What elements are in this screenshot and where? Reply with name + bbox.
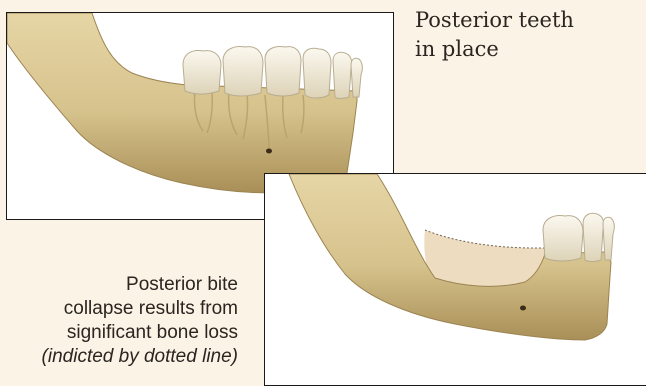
- caption-top-line-2: in place: [415, 35, 635, 64]
- caption-bottom-line-1: Posterior bite: [0, 273, 238, 297]
- caption-teeth-in-place: Posterior teeth in place: [415, 6, 635, 64]
- jaw-bone-loss-illustration: [265, 174, 646, 386]
- caption-bottom-line-3: significant bone loss: [0, 321, 238, 345]
- posterior-teeth: [183, 47, 362, 99]
- mental-foramen: [520, 306, 526, 311]
- caption-top-line-1: Posterior teeth: [415, 6, 635, 35]
- caption-bottom-line-4: (indicted by dotted line): [0, 345, 238, 369]
- mental-foramen: [266, 149, 272, 154]
- caption-bite-collapse: Posterior bite collapse results from sig…: [0, 273, 238, 369]
- caption-bottom-line-2: collapse results from: [0, 297, 238, 321]
- jaw-bone: [7, 13, 357, 193]
- jaw-bone-loss-panel: [264, 173, 646, 386]
